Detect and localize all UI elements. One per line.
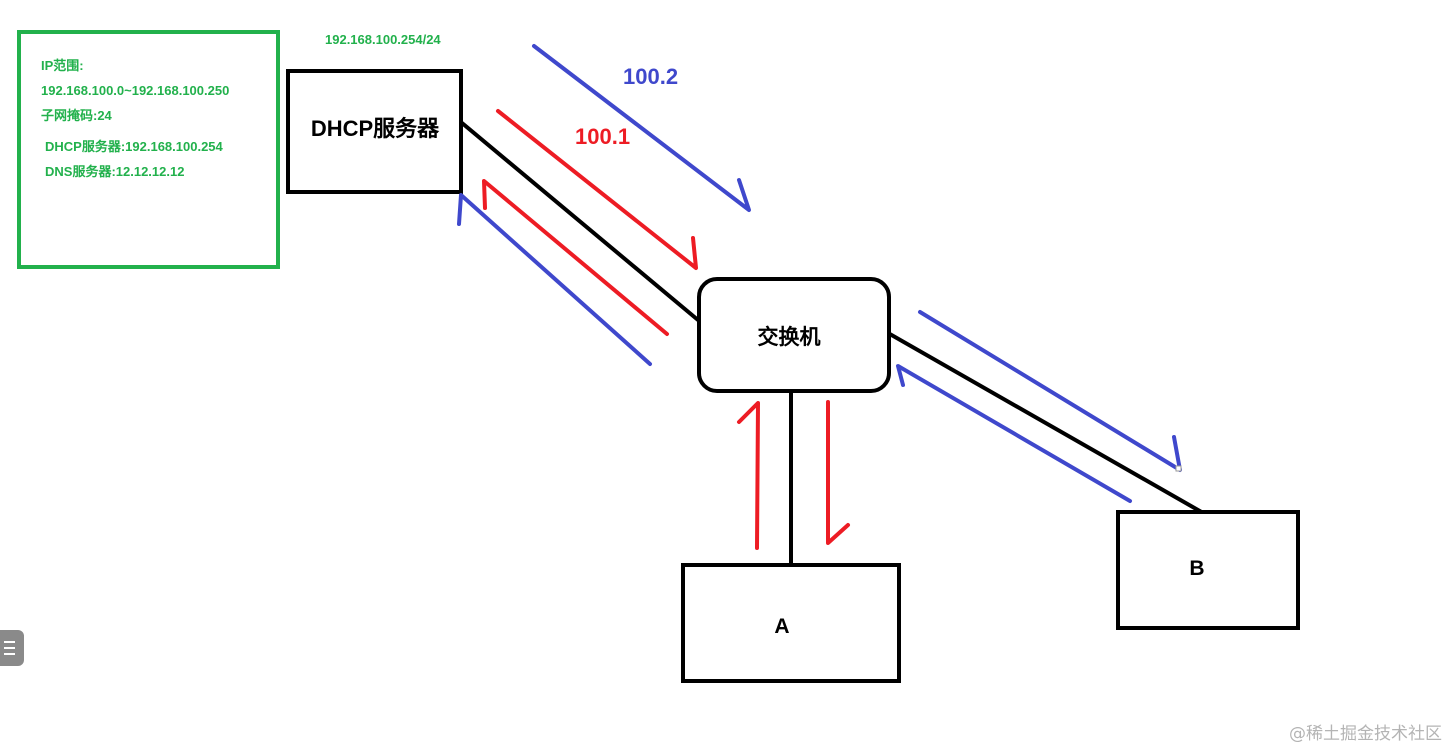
menu-bar-bottom <box>4 653 15 655</box>
server-ip-label: 192.168.100.254/24 <box>325 32 441 47</box>
blue-arrow-top <box>532 44 751 212</box>
selection-handle <box>1175 465 1182 472</box>
blue-arrow-left <box>457 193 652 366</box>
red-arrow-label: 100.1 <box>575 124 630 149</box>
link-switch-b <box>886 331 1207 516</box>
config-box <box>17 30 280 269</box>
menu-bar-top <box>4 641 15 643</box>
host-b-label: B <box>1189 557 1204 580</box>
config-dhcp-server: DHCP服务器:192.168.100.254 <box>45 139 224 154</box>
switch-node <box>697 277 891 393</box>
blue-arrow-right-down <box>918 310 1182 472</box>
red-arrows <box>482 109 850 550</box>
host-b-node <box>1116 510 1300 630</box>
config-title: IP范围: <box>41 58 84 73</box>
red-arrow-top <box>496 109 698 270</box>
dhcp-server-label: DHCP服务器 <box>311 116 440 141</box>
dhcp-server-node <box>286 69 463 194</box>
config-subnet-mask: 子网掩码:24 <box>41 108 113 123</box>
red-arrow-up <box>737 401 760 550</box>
watermark: @稀土掘金技术社区 <box>1289 724 1442 744</box>
menu-bar-middle <box>4 647 15 649</box>
switch-label: 交换机 <box>758 325 821 349</box>
blue-arrows <box>457 44 1182 503</box>
red-arrow-down <box>826 400 850 545</box>
red-arrow-left <box>482 179 669 336</box>
link-dhcp-switch <box>460 121 700 322</box>
links <box>460 121 1207 568</box>
host-a-node <box>681 563 901 683</box>
config-ip-range: 192.168.100.0~192.168.100.250 <box>41 83 229 98</box>
config-dns-server: DNS服务器:12.12.12.12 <box>45 164 184 179</box>
blue-arrow-right-up <box>896 364 1132 503</box>
blue-arrow-label: 100.2 <box>623 64 678 89</box>
hamburger-menu-icon[interactable] <box>0 630 24 666</box>
host-a-label: A <box>774 615 789 638</box>
